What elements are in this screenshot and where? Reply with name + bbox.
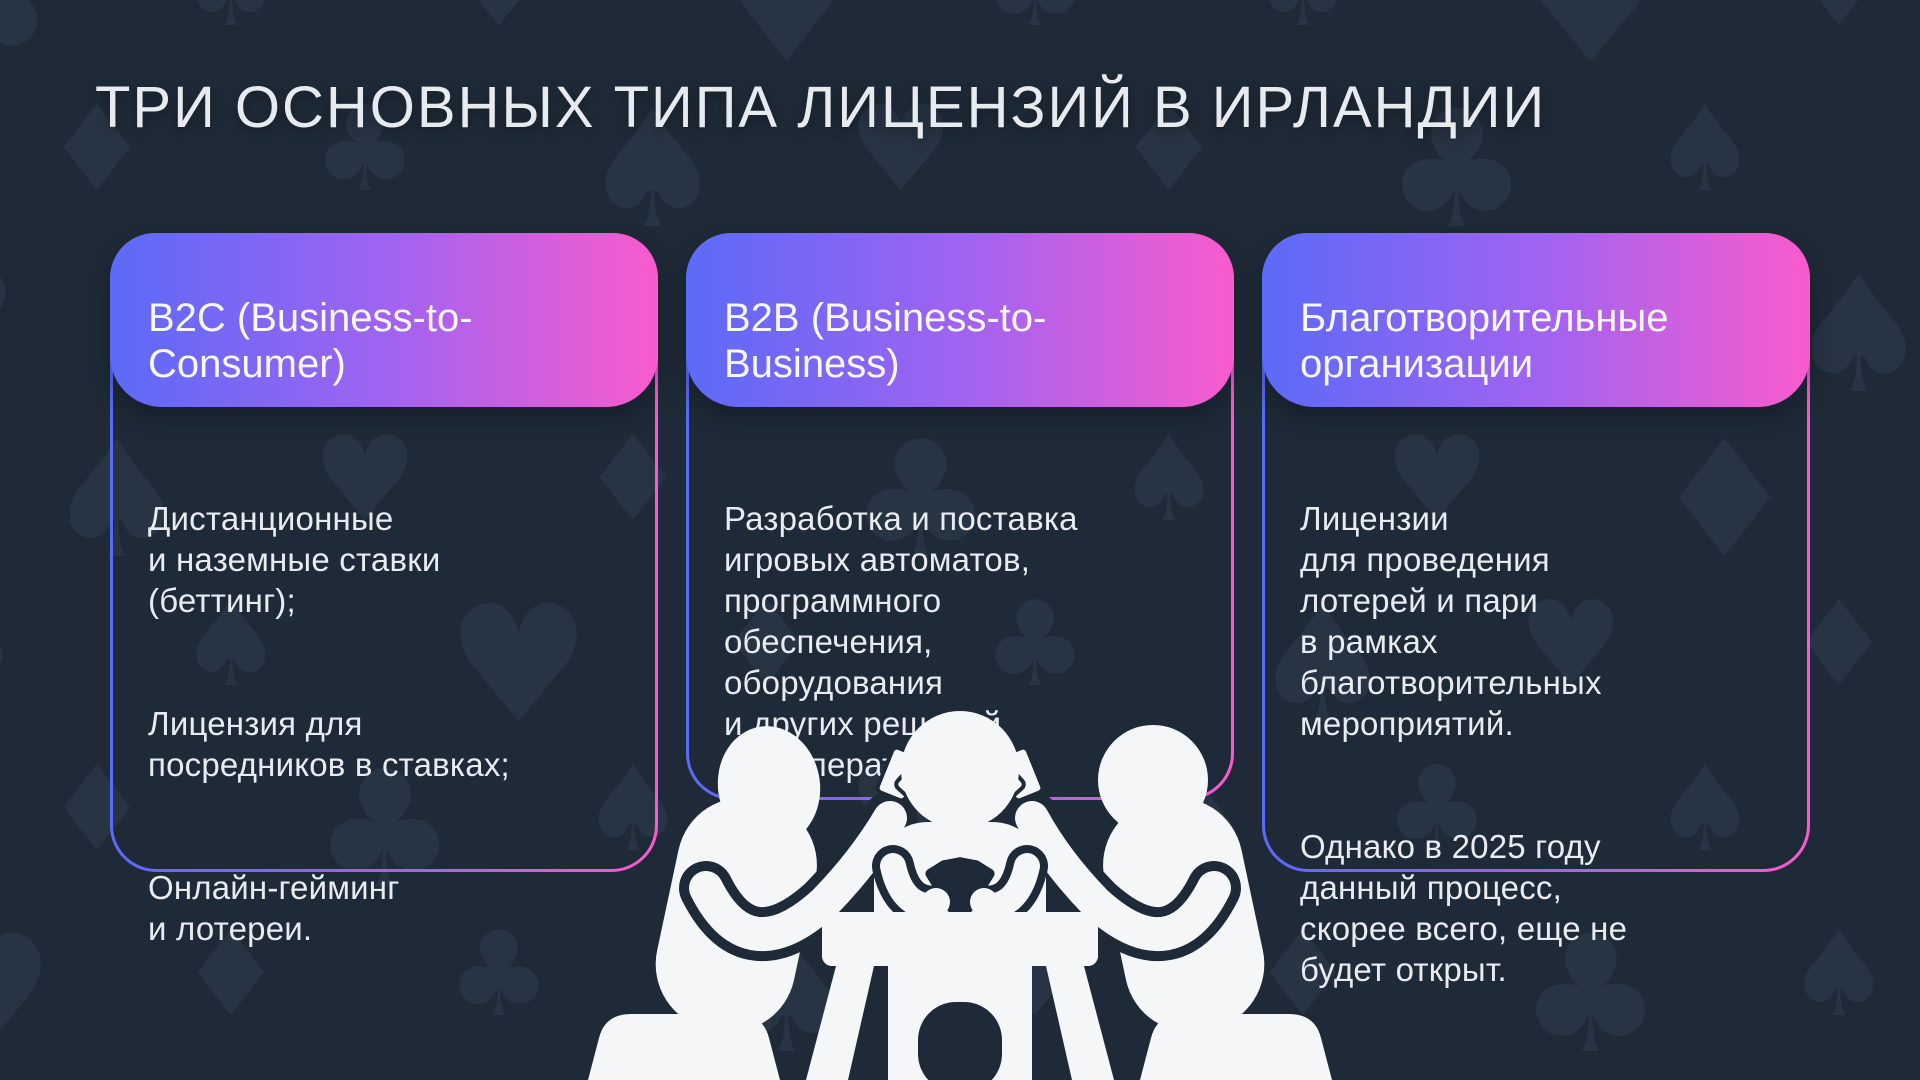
- suit-glyph: ♠: [1250, 0, 1356, 43]
- suit-glyph: ♦: [714, 0, 860, 100]
- suit-glyph: ♦: [1116, 80, 1222, 218]
- suit-glyph: ♣: [446, 905, 552, 1043]
- card-b2c-title: B2C (Business-to- Consumer): [148, 296, 473, 386]
- suit-glyph: ♣: [982, 0, 1088, 43]
- stool-left: [588, 1014, 780, 1080]
- suit-glyph: ♣: [0, 0, 55, 87]
- suit-glyph: ♣: [0, 585, 16, 703]
- suit-glyph: ♣: [1384, 77, 1530, 265]
- player-center-head: [901, 711, 1019, 829]
- card-b2c-body: Дистанционные и наземные ставки (беттинг…: [110, 407, 658, 1031]
- suit-glyph: ♥: [446, 0, 552, 43]
- card-table: [806, 912, 1114, 1080]
- suit-glyph: ♠: [1786, 905, 1892, 1043]
- card-paragraph: Однако в 2025 году данный процесс, скоре…: [1300, 828, 1628, 988]
- card-b2b-header: B2B (Business-to- Business): [686, 233, 1234, 407]
- suit-glyph: ♥: [0, 255, 16, 373]
- suit-glyph: ♠: [1652, 80, 1758, 218]
- suit-glyph: ♠: [178, 0, 284, 43]
- suit-glyph: ♠: [1116, 410, 1222, 548]
- card-paragraph: Онлайн-гейминг и лотереи.: [148, 869, 400, 947]
- suit-glyph: ♠: [178, 575, 284, 713]
- suit-glyph: ♥: [848, 80, 954, 218]
- card-b2c: B2C (Business-to- Consumer) Дистанционны…: [110, 233, 658, 947]
- suit-glyph: ♥: [1384, 410, 1490, 548]
- suit-glyph: ♥: [446, 572, 592, 760]
- suit-glyph: ♣: [312, 80, 418, 218]
- player-left-head: [717, 726, 821, 846]
- suit-glyph: ♠: [44, 407, 190, 595]
- suit-glyph: ♠: [580, 740, 686, 878]
- suit-glyph: ♣: [1384, 740, 1490, 878]
- card-charity-title: Благотворительные организации: [1300, 296, 1669, 386]
- suit-glyph: ♦: [1652, 407, 1798, 595]
- card-paragraph: Лицензия для посредников в ставках;: [148, 705, 510, 783]
- suit-glyph: ♦: [1786, 0, 1892, 43]
- suit-glyph: ♦: [714, 575, 820, 713]
- card-fan: [925, 857, 995, 913]
- suit-glyph: ♣: [1518, 902, 1664, 1080]
- card-paragraph: Лицензии для проведения лотерей и пари в…: [1300, 500, 1602, 742]
- suit-glyph: ♥: [1518, 575, 1624, 713]
- card-charity: Благотворительные организации Лицензии д…: [1262, 233, 1810, 988]
- card-paragraph: Дистанционные и наземные ставки (беттинг…: [148, 500, 441, 619]
- players-illustration: [588, 711, 1332, 1080]
- suit-glyph: ♣: [848, 407, 994, 595]
- suit-glyph: ♦: [1250, 905, 1356, 1043]
- suit-glyph: ♦: [580, 410, 686, 548]
- card-charity-header: Благотворительные организации: [1262, 233, 1810, 407]
- suit-glyph: ♦: [178, 905, 284, 1043]
- suit-glyph: ♥: [0, 915, 55, 1077]
- suit-glyph: ♦: [44, 80, 150, 218]
- card-b2b-title: B2B (Business-to- Business): [724, 296, 1047, 386]
- suit-glyph: ♠: [1250, 572, 1396, 760]
- player-right-head: [1098, 725, 1208, 835]
- chair-arch: [918, 1002, 1002, 1080]
- suit-glyph: ♠: [1652, 740, 1758, 878]
- stool-right: [1140, 1014, 1332, 1080]
- suit-glyph: ♠: [580, 77, 726, 265]
- suit-glyph: ♥: [1518, 0, 1664, 100]
- card-charity-body: Лицензии для проведения лотерей и пари в…: [1262, 407, 1810, 1072]
- suit-glyph: ♣: [312, 737, 458, 925]
- player-right: [974, 725, 1332, 1080]
- page-title: ТРИ ОСНОВНЫХ ТИПА ЛИЦЕНЗИЙ В ИРЛАНДИИ: [95, 75, 1547, 140]
- card-b2c-header: B2C (Business-to- Consumer): [110, 233, 658, 407]
- suit-glyph: ♣: [982, 575, 1088, 713]
- suit-glyph: ♥: [312, 410, 418, 548]
- suit-glyph: ♦: [44, 740, 150, 878]
- suit-glyph: ♦: [1786, 575, 1892, 713]
